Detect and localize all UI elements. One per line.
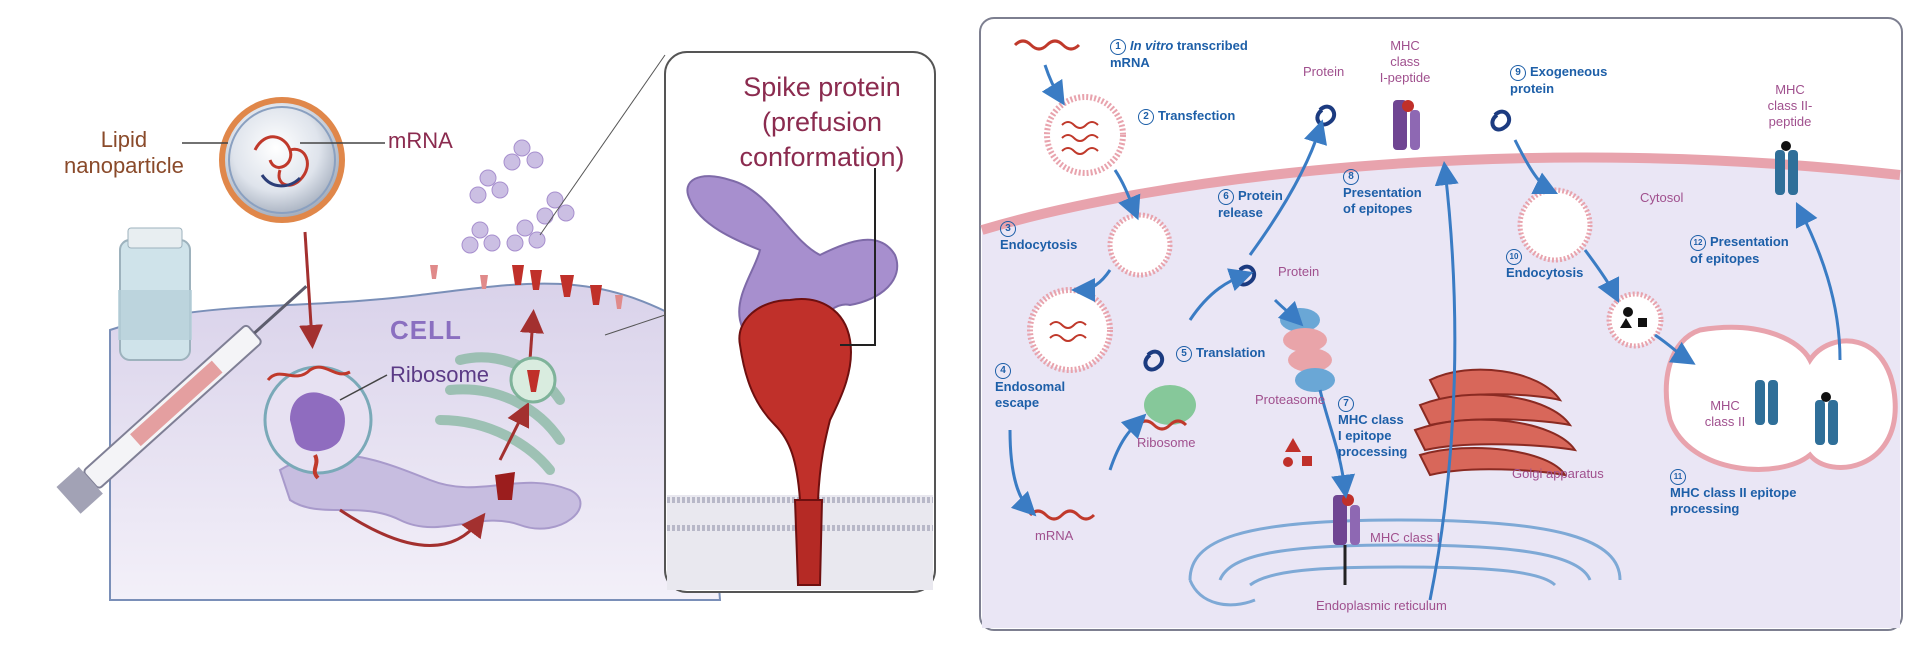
cell-label: CELL — [390, 315, 462, 345]
er-right — [1188, 518, 1622, 607]
golgi-apparatus — [1413, 368, 1578, 477]
ribosome-right — [1144, 385, 1196, 425]
endocytosis-vesicle-1 — [1107, 212, 1173, 278]
spike-protein-shape — [738, 298, 852, 501]
lipid-nanoparticle-label: Lipid nanoparticle — [64, 127, 184, 178]
protein-top-label: Protein — [1303, 64, 1345, 79]
mhc-class-i-top — [1393, 100, 1420, 150]
left-panel — [56, 51, 936, 601]
surface-spikes — [430, 265, 623, 309]
ribosome-shape — [290, 392, 345, 452]
vaccine-vial-icon — [118, 227, 192, 361]
endoplasmic-reticulum-left — [278, 453, 582, 530]
transfection-vesicle — [1044, 94, 1126, 176]
lnp-inner-ring — [228, 106, 336, 214]
endosome-mrna — [1049, 321, 1087, 342]
spike-in-vesicle — [527, 370, 540, 392]
spike-stalk — [793, 499, 824, 586]
cytosol-label: Cytosol — [1640, 190, 1684, 205]
proteasome-label: Proteasome — [1255, 392, 1326, 407]
arrow-lnp-to-cell — [299, 231, 324, 349]
zoom-line-top — [539, 54, 666, 236]
blue-arrows — [1008, 64, 1842, 601]
protein-path-arrow — [339, 508, 486, 547]
ribosome-label-left: Ribosome — [390, 362, 490, 387]
mrna-label-left: mRNA — [388, 128, 453, 153]
mrna-strand-lnp-2 — [260, 174, 302, 188]
antibodies-left — [461, 139, 575, 254]
mhc-class-i-label: MHC class I — [1370, 530, 1441, 545]
mrna-top — [1013, 39, 1081, 51]
ribosome-label-right: Ribosome — [1137, 435, 1196, 450]
zoom-line-bottom — [604, 314, 666, 336]
nascent-protein — [312, 454, 320, 480]
mhc-class-i-peptide-label: MHC class I-peptide — [1379, 38, 1431, 85]
mrna-bottom — [1028, 509, 1096, 521]
lipid-nanoparticle — [219, 97, 345, 223]
mhc-class-ii-label: MHC class II — [1704, 398, 1746, 429]
arrow-up-1 — [498, 401, 530, 461]
mrna-in-vesicle — [1061, 121, 1099, 155]
protein-mid-label: Protein — [1278, 264, 1320, 279]
peptide-vesicle — [1606, 291, 1664, 349]
antibody-callout — [686, 175, 899, 349]
right-panel — [979, 17, 1903, 631]
peptides — [1283, 438, 1312, 467]
mhc-class-ii-peptide-label: MHC class II- peptide — [1767, 82, 1813, 129]
spike-protein-label: Spike protein (prefusion conformation) — [739, 72, 905, 172]
mrna-label-right: mRNA — [1035, 528, 1074, 543]
plasma-membrane — [980, 152, 1901, 235]
syringe-icon — [56, 285, 308, 514]
golgi-label: Golgi apparatus — [1512, 466, 1604, 481]
mhc-class-ii-molecules — [1755, 141, 1838, 445]
endosome — [1027, 287, 1113, 373]
spike-leader-line — [840, 168, 876, 346]
mrna-in-zoom — [266, 365, 351, 382]
er-label: Endoplasmic reticulum — [1316, 598, 1447, 613]
spike-in-er — [495, 472, 515, 500]
arrow-up-2 — [519, 309, 544, 361]
ribosome-leader-line — [339, 374, 388, 401]
